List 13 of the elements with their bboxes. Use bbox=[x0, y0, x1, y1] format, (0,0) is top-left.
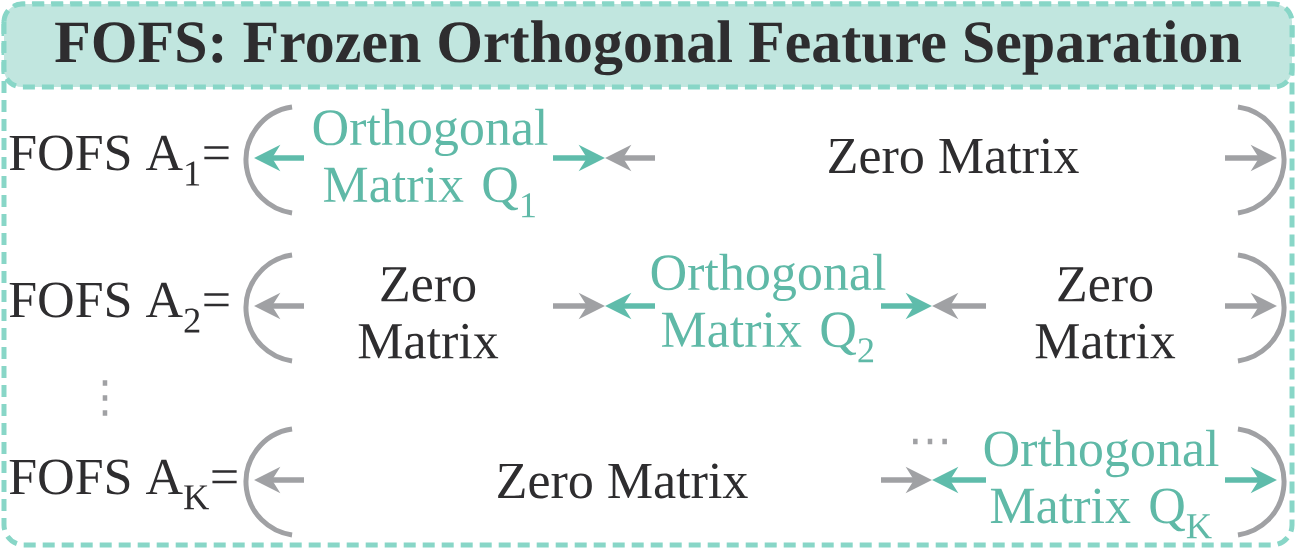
matrix-label: Zero Matrix bbox=[1035, 267, 1176, 359]
vertical-ellipsis: ⋮ bbox=[102, 380, 108, 416]
matrix-label: Orthogonal Matrix Q$_{K}$ bbox=[984, 429, 1219, 539]
horizontal-ellipsis: ⋯ bbox=[913, 438, 947, 445]
equation-label: FOFS A$_{2}$= bbox=[9, 282, 229, 333]
matrix-label: Orthogonal Matrix Q$_{2}$ bbox=[651, 253, 886, 363]
matrix-label: Orthogonal Matrix Q$_{1}$ bbox=[313, 108, 548, 218]
title-banner: FOFS: Frozen Orthogonal Feature Separation bbox=[1, 1, 1295, 90]
matrix-label: Zero Matrix bbox=[498, 463, 748, 499]
matrix-label: Zero Matrix bbox=[829, 138, 1079, 174]
equation-label: FOFS A$_{1}$= bbox=[9, 135, 229, 186]
matrix-label: Zero Matrix bbox=[358, 267, 499, 359]
equation-label: FOFS A$_{K}$= bbox=[9, 459, 237, 510]
